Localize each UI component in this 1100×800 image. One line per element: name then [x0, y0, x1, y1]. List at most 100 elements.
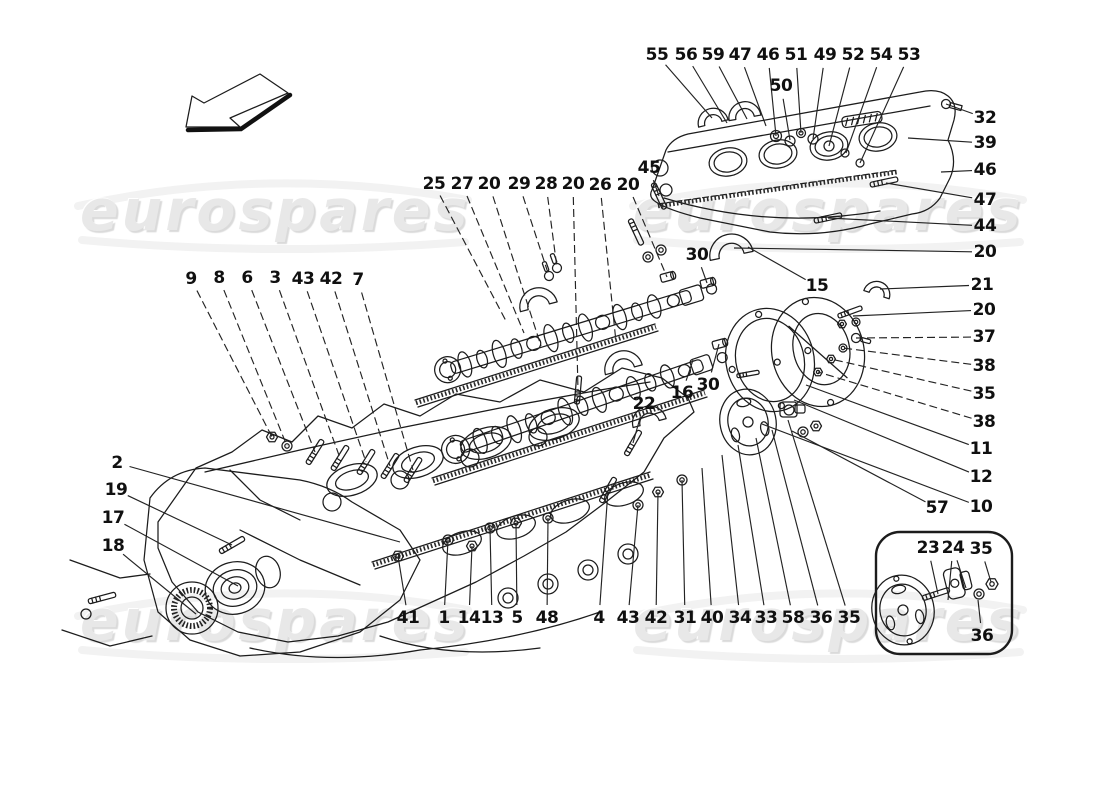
callout-label: 20: [973, 242, 997, 262]
callout-label: 9: [185, 269, 197, 289]
leader-line: [398, 556, 406, 605]
coupler-drawing: [780, 402, 805, 417]
callout-label: 46: [973, 160, 997, 180]
callout-label: 49: [813, 45, 837, 65]
callout-label: 37: [972, 327, 996, 347]
leader-line: [307, 291, 366, 462]
leader-line: [666, 65, 712, 118]
callout-label: 44: [973, 216, 997, 236]
callout-label: 30: [696, 375, 720, 395]
callout-label: 27: [450, 174, 474, 194]
car-silhouette-swoosh: [74, 179, 472, 210]
leader-line: [653, 180, 659, 196]
callout-label: 58: [781, 608, 805, 628]
car-silhouette-swoosh: [629, 179, 1027, 210]
callout-label: 20: [477, 174, 501, 194]
callout-label: 36: [970, 626, 994, 646]
leader-line: [279, 290, 340, 458]
leader-line: [128, 496, 232, 545]
leader-line: [756, 438, 790, 605]
callout-label: 40: [700, 608, 724, 628]
leader-line: [806, 385, 969, 445]
leader-line: [633, 197, 667, 277]
leader-line: [600, 490, 608, 605]
leader-line: [797, 68, 801, 133]
callout-label: 46: [756, 45, 780, 65]
callout-label: 20: [561, 174, 585, 194]
inset-clamp-drawing: [942, 565, 974, 600]
leader-line: [843, 348, 971, 364]
callout-label: 6: [241, 268, 253, 288]
callout-label: 21: [970, 275, 994, 295]
callout-label: 41: [396, 608, 420, 628]
leader-line: [748, 247, 806, 280]
callout-label: 57: [925, 498, 949, 518]
watermark-text: eurospares: [80, 588, 471, 654]
leader-line: [744, 67, 766, 126]
leader-line: [493, 196, 541, 346]
leader-line: [762, 424, 969, 502]
leader-line: [908, 138, 972, 142]
callout-label: 14: [457, 608, 481, 628]
car-silhouette-swoosh: [78, 236, 469, 254]
callout-label: 19: [104, 480, 128, 500]
leader-line: [722, 455, 739, 605]
callout-label: 34: [728, 608, 752, 628]
callout-label: 32: [973, 108, 997, 128]
leader-line: [948, 561, 952, 600]
callout-label: 20: [616, 175, 640, 195]
leader-line: [362, 292, 413, 470]
leader-line: [547, 518, 548, 605]
callout-label: 47: [973, 190, 997, 210]
callout-label: 33: [754, 608, 778, 628]
callout-label: 23: [916, 538, 940, 558]
leader-line: [711, 344, 719, 372]
leader-line: [880, 286, 969, 289]
leader-line: [931, 561, 938, 594]
leader-line: [224, 290, 287, 446]
callout-label: 54: [869, 45, 893, 65]
callout-label: 56: [674, 45, 698, 65]
callout-label: 48: [535, 608, 559, 628]
leader-line: [856, 337, 971, 338]
callout-label: 3: [269, 268, 281, 288]
leader-line: [516, 523, 517, 605]
callout-label: 47: [728, 45, 752, 65]
callout-label: 59: [701, 45, 725, 65]
callout-label: 17: [101, 508, 125, 528]
camshaft-upper-drawing: [431, 274, 720, 387]
callout-label: 1: [438, 608, 450, 628]
leader-line: [693, 66, 727, 123]
callout-label: 50: [769, 76, 793, 96]
cylinder-head-drawing: [158, 368, 694, 658]
car-silhouette-swoosh: [633, 646, 1024, 664]
callout-label: 4: [593, 608, 605, 628]
leader-line: [719, 66, 747, 119]
leader-line: [523, 196, 549, 276]
callout-label: 8: [213, 268, 225, 288]
leader-line: [946, 104, 973, 114]
callout-label: 42: [644, 608, 668, 628]
leader-line: [813, 68, 823, 139]
leader-line: [769, 68, 776, 136]
leader-line: [252, 290, 315, 452]
callout-label: 20: [972, 300, 996, 320]
callout-label: 26: [588, 175, 612, 195]
leader-line: [470, 546, 472, 605]
leader-line: [853, 311, 971, 316]
leader-line: [601, 198, 616, 342]
callout-label: 55: [645, 45, 669, 65]
callout-label: 42: [319, 269, 343, 289]
leader-line: [682, 480, 685, 605]
leader-line: [828, 218, 972, 225]
valve-cover-drawing: [651, 91, 963, 234]
callout-label: 35: [972, 384, 996, 404]
leader-line: [985, 561, 991, 582]
leader-line: [656, 492, 658, 605]
leader-line: [772, 430, 818, 605]
leader-line: [686, 360, 693, 381]
callout-label: 15: [805, 276, 829, 296]
watermark-text: eurospares: [633, 588, 1024, 654]
car-silhouette-swoosh: [629, 589, 1027, 620]
